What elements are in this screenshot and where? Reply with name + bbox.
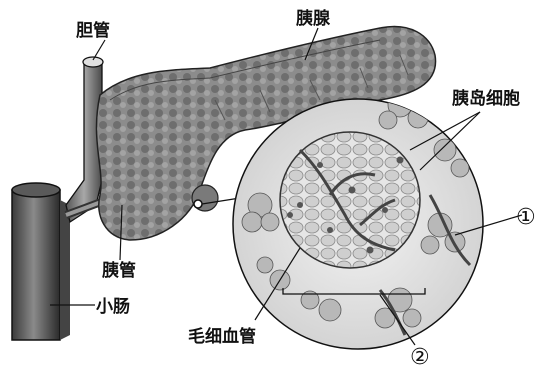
small-intestine xyxy=(12,183,70,340)
label-capillary: 毛细血管 xyxy=(188,326,256,347)
label-pancreatic-duct: 胰管 xyxy=(102,260,136,281)
label-small-intestine: 小肠 xyxy=(96,297,130,317)
label-bile-duct: 胆管 xyxy=(76,20,110,41)
label-islet-cells: 胰岛细胞 xyxy=(452,88,520,109)
marker-2: ② xyxy=(410,345,430,370)
label-pancreas: 胰腺 xyxy=(296,8,331,29)
marker-1: ① xyxy=(516,205,536,230)
